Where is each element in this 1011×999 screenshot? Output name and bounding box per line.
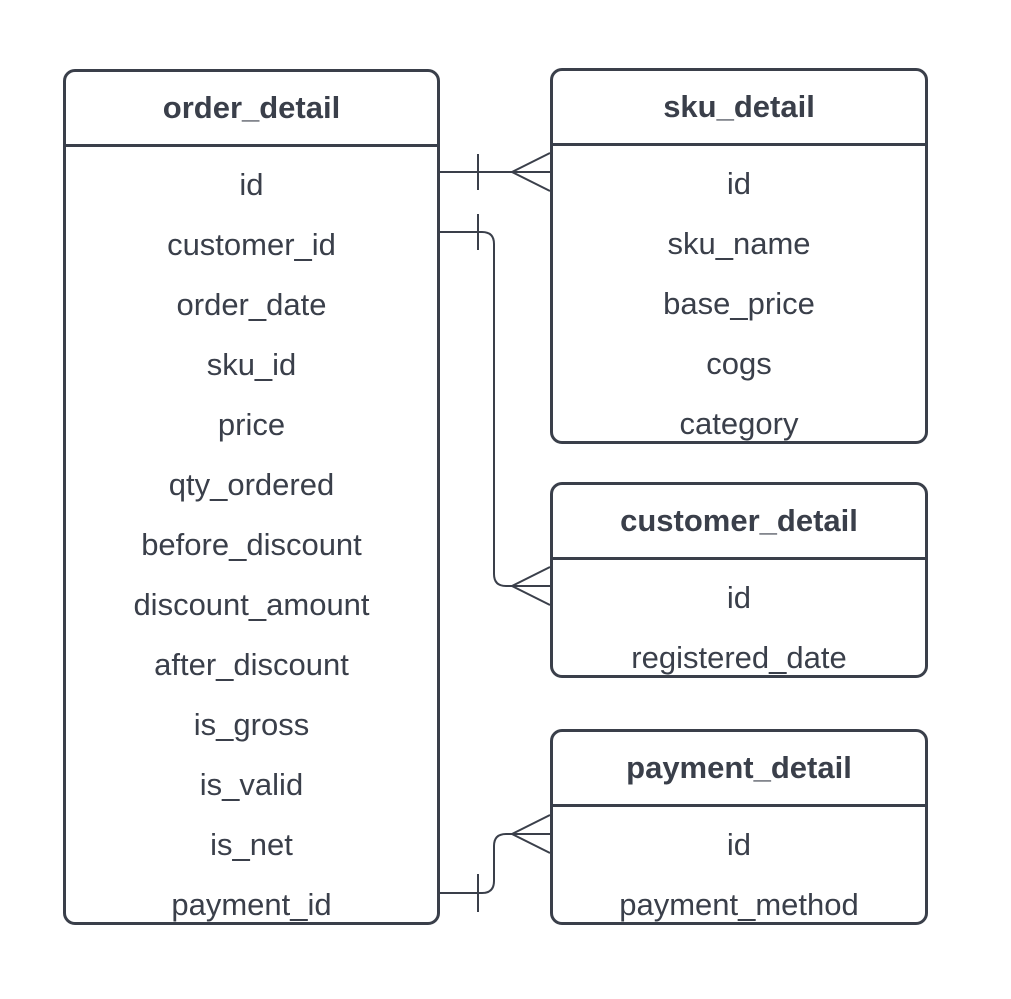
field-id: id [239,167,264,202]
field-sku-name: sku_name [667,226,811,261]
entity-fields: id customer_id order_date sku_id price q… [66,147,437,935]
entity-order-detail[interactable]: order_detail id customer_id order_date s… [63,69,440,925]
field-payment-method: payment_method [619,887,859,922]
field-payment-id: payment_id [171,887,332,922]
entity-payment-detail[interactable]: payment_detail id payment_method [550,729,928,925]
field-customer-id: customer_id [167,227,336,262]
relationship-order-payment [440,814,551,912]
many-marker [509,566,551,606]
relationship-order-sku [440,152,551,192]
field-before-discount: before_discount [141,527,362,562]
field-price: price [217,407,286,442]
field-order-date: order_date [176,287,327,322]
entity-title: payment_detail [553,732,925,807]
field-discount-amount: discount_amount [133,587,370,622]
entity-fields: id registered_date [553,560,925,688]
field-registered-date: registered_date [631,640,847,675]
entity-title: customer_detail [553,485,925,560]
entity-fields: id payment_method [553,807,925,935]
entity-title: sku_detail [553,71,925,146]
field-cogs: cogs [706,346,772,381]
field-sku-id: sku_id [206,347,297,382]
field-id: id [726,166,752,201]
entity-sku-detail[interactable]: sku_detail id sku_name base_price cogs c… [550,68,928,444]
field-base-price: base_price [663,286,815,321]
entity-title: order_detail [66,72,437,147]
field-category: category [679,406,799,441]
entity-customer-detail[interactable]: customer_detail id registered_date [550,482,928,678]
field-after-discount: after_discount [154,647,349,682]
relationship-order-customer [440,214,551,606]
field-id: id [726,580,752,615]
field-is-gross: is_gross [193,707,310,742]
field-id: id [726,827,752,862]
field-is-valid: is_valid [199,767,304,802]
entity-fields: id sku_name base_price cogs category [553,146,925,454]
field-is-net: is_net [210,827,293,862]
many-marker [509,152,551,192]
many-marker [509,814,551,854]
field-qty-ordered: qty_ordered [168,467,335,502]
